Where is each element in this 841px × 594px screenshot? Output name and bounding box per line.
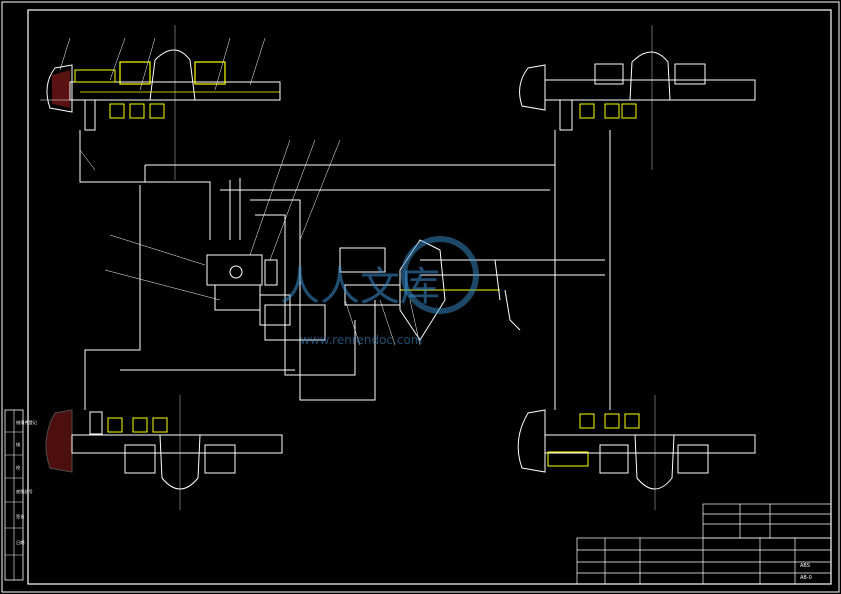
side-label-3: 底图总号 xyxy=(16,488,33,495)
side-label-5: 日期 xyxy=(16,540,24,546)
side-label-2: 校 xyxy=(16,464,21,471)
side-label-0: 借用件登记 xyxy=(16,419,38,426)
title-drawing-number: ABS xyxy=(800,563,810,569)
drawing-border xyxy=(27,9,832,585)
leader-lines xyxy=(59,37,421,346)
title-sheet-code: AB-0 xyxy=(800,575,812,581)
wheel-assembly-rear-left xyxy=(45,395,283,510)
wheel-assembly-rear-right xyxy=(517,395,756,510)
hydraulic-modulator xyxy=(206,254,326,341)
side-label-1: 描 xyxy=(16,441,20,448)
side-label-4: 签名 xyxy=(16,513,24,520)
title-block xyxy=(576,503,832,585)
watermark-text: 人人文库 xyxy=(280,264,440,310)
side-strip: 借用件登记 描 校 底图总号 签名 日期 xyxy=(4,409,38,581)
wheel-assembly-front-right xyxy=(519,25,756,170)
master-cylinder-booster xyxy=(339,239,521,341)
watermark: 人人文库 www.renrendoc.com xyxy=(280,236,479,347)
watermark-url: www.renrendoc.com xyxy=(300,333,422,347)
wheel-assembly-front-left xyxy=(40,25,281,180)
brake-lines xyxy=(79,130,611,410)
